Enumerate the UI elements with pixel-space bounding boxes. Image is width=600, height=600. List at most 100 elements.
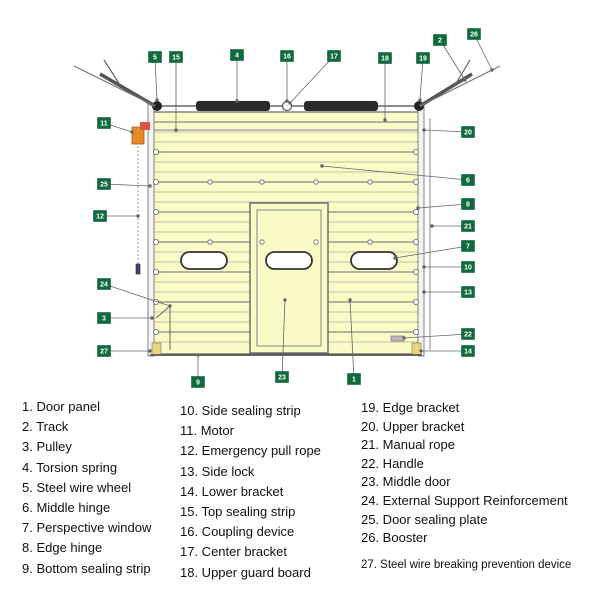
edge-hinge [152, 268, 159, 275]
number-tag: 27 [97, 345, 111, 357]
number-tag-box [327, 50, 341, 62]
number-tag-label: 27 [100, 349, 108, 356]
leader-line [439, 39, 466, 81]
leader-dot [168, 304, 172, 308]
edge-hinges [152, 148, 419, 335]
number-tag-label: 24 [100, 282, 108, 289]
number-tag: 19 [416, 52, 430, 64]
number-tag-label: 26 [470, 32, 478, 39]
number-tag-box [461, 328, 475, 340]
middle-door-inner [256, 209, 322, 347]
edge-hinge [152, 208, 159, 215]
number-tag: 14 [461, 345, 475, 357]
number-tag-label: 12 [96, 214, 104, 221]
middle-hinge [259, 239, 265, 245]
leader-dot [422, 290, 426, 294]
legend-item: 7. Perspective window [22, 520, 152, 536]
leader-dot [285, 99, 289, 103]
leader-dot [430, 224, 434, 228]
number-tag: 26 [467, 28, 481, 40]
number-tag-label: 23 [278, 375, 286, 382]
legend-item: 22. Handle [361, 455, 424, 471]
number-tag-box [169, 51, 183, 63]
legend-item: 15. Top sealing strip [180, 503, 296, 519]
leader-dot [463, 78, 467, 82]
number-tag: 6 [461, 174, 475, 186]
legend-item: 9. Bottom sealing strip [22, 560, 151, 576]
perspective-window-center [265, 251, 313, 270]
number-tag-box [275, 371, 289, 383]
edge-hinge [412, 268, 419, 275]
leader-dot [320, 164, 324, 168]
edge-hinge [152, 148, 159, 155]
leader-line [321, 165, 469, 181]
torsion-spring-right [304, 101, 378, 111]
leader-dot [402, 336, 406, 340]
leader-line [103, 183, 151, 187]
leader-dot [235, 99, 239, 103]
torsion-spring-left [196, 101, 270, 111]
number-tag-label: 9 [196, 380, 200, 387]
number-tag: 23 [275, 371, 289, 383]
legend-column-2: 10. Side sealing strip 11. Motor 12. Eme… [180, 401, 321, 583]
leader-lines [100, 33, 494, 382]
edge-hinge [412, 148, 419, 155]
upper-track-left [99, 72, 156, 108]
emergency-pull-handle [135, 263, 141, 275]
leader-line [103, 283, 171, 307]
number-tag: 13 [461, 286, 475, 298]
legend-item: 16. Coupling device [180, 524, 295, 540]
number-tag-box [461, 220, 475, 232]
middle-door [249, 202, 329, 354]
middle-hinge [207, 239, 213, 245]
perspective-window-left [180, 251, 228, 270]
legend-item: 21. Manual rope [361, 437, 455, 453]
legend-column-3: 19. Edge bracket 20. Upper bracket 21. M… [361, 399, 571, 574]
number-tag-label: 1 [352, 377, 356, 384]
number-tag-label: 2 [438, 38, 442, 45]
edge-hinge [152, 178, 159, 185]
number-tag: 3 [97, 312, 111, 324]
number-tag: 7 [461, 240, 475, 252]
number-tag-box [97, 278, 111, 290]
lower-bracket-right [411, 342, 422, 356]
number-tag-label: 20 [464, 130, 472, 137]
number-tag-box [347, 373, 361, 385]
steel-wire-wheel-left [152, 101, 162, 111]
number-tag-label: 25 [100, 182, 108, 189]
leader-line [154, 56, 158, 101]
leader-dot [150, 316, 154, 320]
motor-cap [140, 122, 150, 130]
leader-line [403, 333, 469, 339]
number-tag-box [461, 240, 475, 252]
number-tag-label: 19 [419, 56, 427, 63]
edge-hinge [412, 178, 419, 185]
edge-hinge [412, 298, 419, 305]
number-tag: 5 [148, 51, 162, 63]
legend-item: 4. Torsion spring [22, 459, 118, 475]
number-tag: 18 [378, 52, 392, 64]
number-tag-box [461, 198, 475, 210]
number-tag-box [97, 178, 111, 190]
middle-hinge [367, 179, 373, 185]
number-tag-box [416, 52, 430, 64]
legend-item: 8. Edge hinge [22, 540, 103, 556]
leader-line [281, 299, 286, 378]
leader-dot [148, 184, 152, 188]
edge-hinge [412, 328, 419, 335]
legend-item: 3. Pulley [22, 439, 72, 455]
legend-item: 18. Upper guard board [180, 564, 311, 580]
upper-brace-right [419, 65, 501, 107]
number-tag-label: 5 [153, 55, 157, 62]
lower-bracket-left [151, 342, 162, 356]
leader-line [419, 57, 424, 101]
middle-hinge [207, 179, 213, 185]
number-tag-label: 7 [466, 244, 470, 251]
legend-item: 13. Side lock [180, 463, 255, 479]
number-tag-label: 13 [464, 290, 472, 297]
number-tag-label: 15 [172, 55, 180, 62]
middle-hinge [367, 239, 373, 245]
leader-dot [416, 206, 420, 210]
number-tag-box [433, 34, 447, 46]
